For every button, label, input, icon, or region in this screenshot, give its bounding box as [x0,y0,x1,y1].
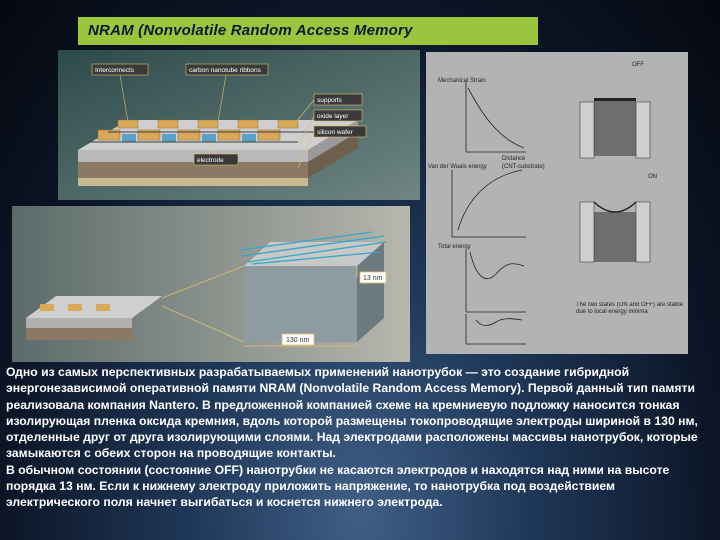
graph-label-mechanical: Mechanical Strain [438,78,486,84]
label-13nm: 13 nm [363,275,383,282]
graph-label-total: Total energy [438,244,471,250]
label-electrode: electrode [197,157,224,164]
energy-graphs-figure: OFF ON Mechanical Strain Van der Waals e… [426,52,688,354]
axis-label-distance: Distance [502,156,526,162]
label-oxide: oxide layer [317,113,349,120]
state-on-label: ON [648,174,657,180]
label-130nm: 130 nm [286,337,310,344]
paragraph-2: В обычном состоянии (состояние OFF) нано… [6,462,670,510]
oxide-layer-shape [78,150,308,162]
label-silicon: silicon wafer [317,129,354,136]
nram-structure-figure: Interconnects carbon nanotube ribbons su… [58,50,420,200]
nram-dimension-figure: 13 nm 130 nm [12,206,410,362]
paragraph-1: Одно из самых перспективных разрабатывае… [6,365,698,461]
graph-label-vdw: Van der Waals energy [428,164,487,170]
body-text: Одно из самых перспективных разрабатывае… [6,364,711,511]
label-ribbons: carbon nanotube ribbons [189,67,262,74]
axis-label-cnt: (CNT-substrate) [502,164,545,170]
slide-title: NRAM (Nonvolatile Random Access Memory [78,17,538,45]
state-off-label: OFF [632,62,644,68]
silicon-layer-shape [78,162,308,178]
label-interconnects: Interconnects [95,67,135,74]
label-supports: supports [317,97,343,104]
graph-caption: The two states (ON and OFF) are stable d… [576,302,684,315]
electrode-block [244,266,357,342]
